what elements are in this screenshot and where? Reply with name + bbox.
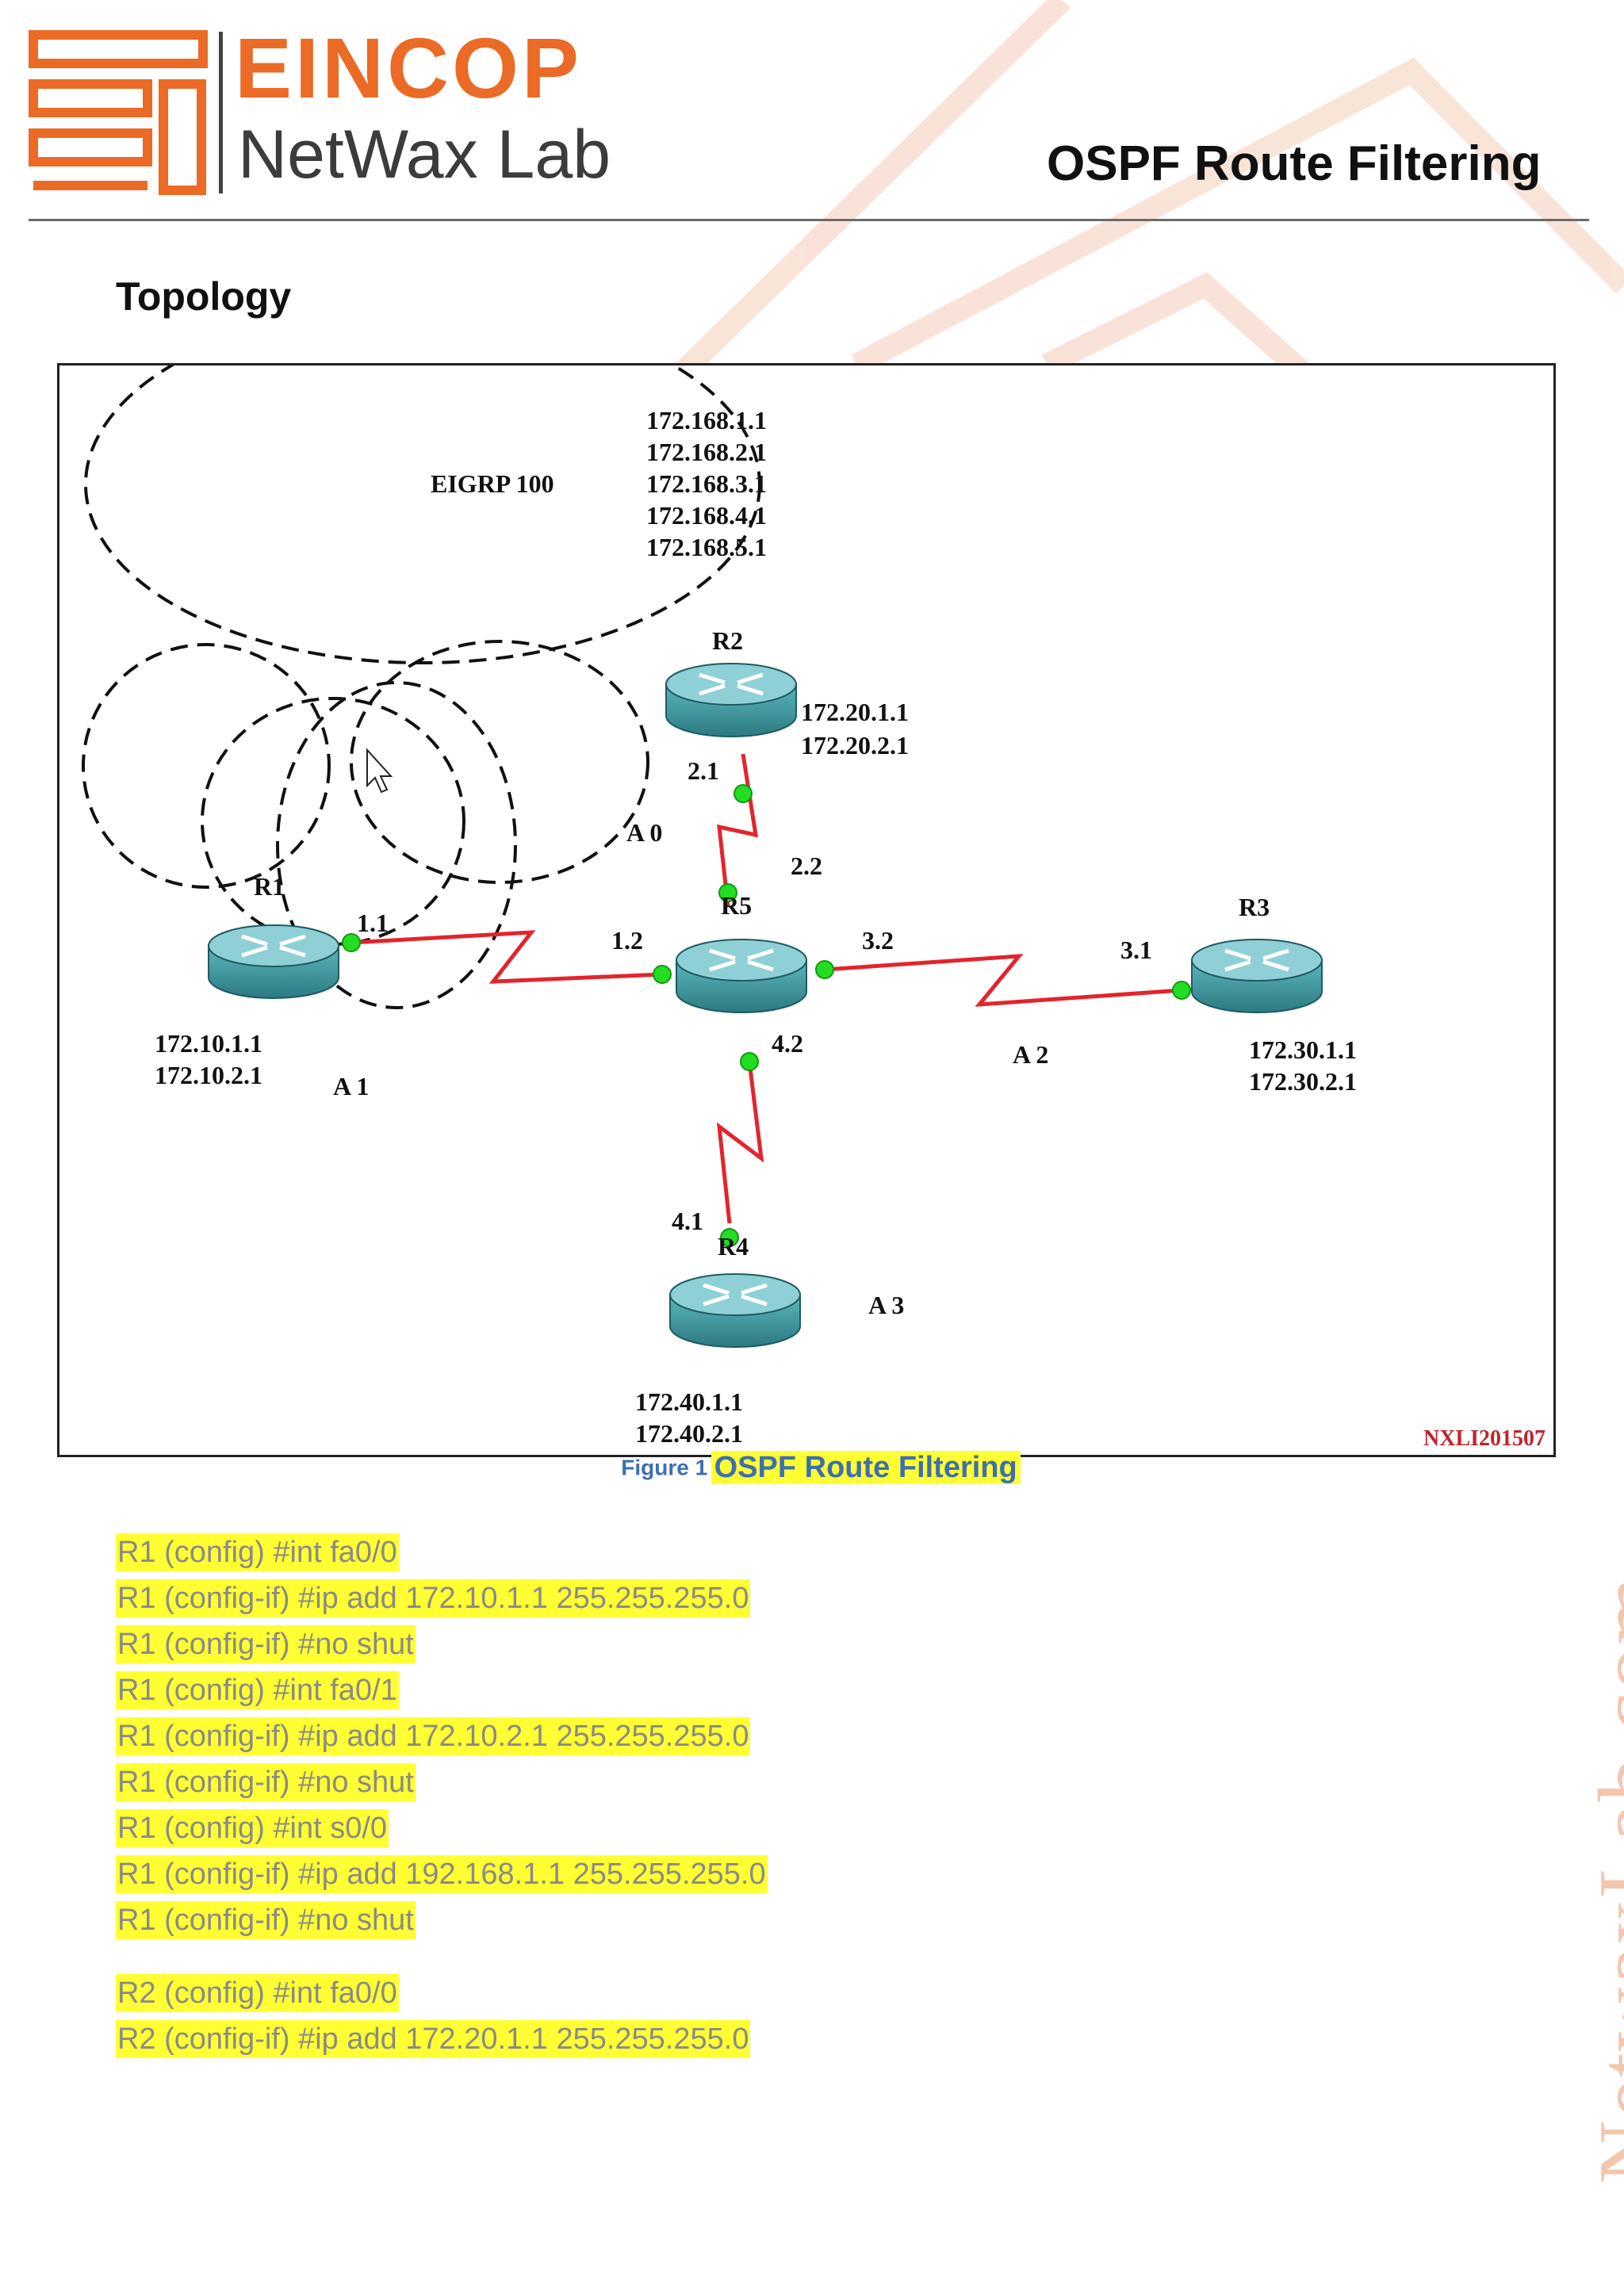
config-line-text: R1 (config-if) #ip add 192.168.1.1 255.2… [116, 1855, 768, 1893]
eigrp-network-5: 172.168.5.1 [646, 533, 767, 561]
config-line: R1 (config) #int s0/0 [116, 1809, 768, 1855]
link-r1-r5 [350, 930, 663, 984]
endpoint-r4-4-1 [720, 1228, 739, 1247]
config-line-text: R1 (config) #int fa0/1 [116, 1671, 399, 1709]
config-block-gap [116, 1947, 768, 1974]
config-line-text: R2 (config) #int fa0/0 [116, 1974, 399, 2012]
iface-1-1: 1.1 [357, 909, 389, 937]
document-title: OSPF Route Filtering [1047, 136, 1542, 191]
area-0-label: A 0 [626, 818, 662, 847]
config-line-text: R1 (config) #int s0/0 [116, 1809, 389, 1847]
config-line: R1 (config-if) #no shut [116, 1625, 768, 1671]
endpoint-r2-2-1 [733, 784, 753, 803]
topology-diagram: EIGRP 100 172.168.1.1 172.168.2.1 172.16… [82, 365, 1545, 1451]
area-3-label: A 3 [868, 1291, 904, 1319]
config-line: R1 (config) #int fa0/0 [116, 1533, 768, 1579]
endpoint-r5-4-2 [740, 1052, 759, 1071]
eigrp-network-2: 172.168.2.1 [646, 438, 767, 466]
watermark: NetwaxLab.com [1581, 1574, 1624, 2184]
r4-network-2: 172.40.2.1 [635, 1419, 743, 1448]
r4-network-1: 172.40.1.1 [635, 1387, 743, 1416]
router-r1-icon [209, 925, 339, 998]
iface-2-2: 2.2 [791, 851, 822, 880]
logo-divider [219, 32, 223, 193]
area-2-ellipse [350, 640, 649, 884]
router-r1-label: R1 [254, 872, 285, 901]
area-3-ellipse [276, 681, 517, 1009]
r1-network-2: 172.10.2.1 [155, 1061, 262, 1089]
figure-caption-text: OSPF Route Filtering [710, 1451, 1021, 1484]
config-line: R1 (config) #int fa0/1 [116, 1671, 768, 1717]
eigrp-network-1: 172.168.1.1 [646, 406, 767, 434]
endpoint-r5-3-2 [815, 960, 834, 979]
router-r5-label: R5 [721, 891, 752, 920]
brand-name: EINCOP [235, 20, 583, 116]
r1-network-1: 172.10.1.1 [155, 1029, 262, 1058]
iface-2-1: 2.1 [688, 756, 719, 785]
config-line: R1 (config-if) #ip add 172.10.1.1 255.25… [116, 1579, 768, 1625]
eigrp-domain-ellipse [84, 365, 761, 664]
config-line-text: R1 (config-if) #ip add 172.10.2.1 255.25… [116, 1717, 751, 1755]
iface-1-2: 1.2 [611, 926, 643, 955]
config-line: R1 (config-if) #no shut [116, 1763, 768, 1809]
figure-number: Figure 1 [621, 1455, 708, 1480]
router-r4-label: R4 [718, 1232, 749, 1261]
config-line-text: R1 (config-if) #no shut [116, 1763, 416, 1801]
endpoint-r5-2-2 [718, 883, 737, 902]
config-line: R2 (config-if) #ip add 172.20.1.1 255.25… [116, 2020, 768, 2066]
company-logo [29, 30, 208, 195]
config-line: R1 (config-if) #ip add 192.168.1.1 255.2… [116, 1855, 768, 1901]
r3-network-2: 172.30.2.1 [1249, 1067, 1357, 1096]
router-r3-label: R3 [1239, 893, 1270, 921]
eigrp-network-3: 172.168.3.1 [646, 469, 767, 498]
iface-4-2: 4.2 [772, 1029, 803, 1058]
eigrp-label: EIGRP 100 [431, 469, 554, 498]
config-line-text: R2 (config-if) #ip add 172.20.1.1 255.25… [116, 2020, 751, 2058]
area-0-ellipse [201, 697, 465, 946]
router-r3-icon [1192, 939, 1322, 1012]
endpoint-r1-1-1 [342, 933, 361, 952]
config-line-text: R1 (config) #int fa0/0 [116, 1533, 399, 1571]
link-r3-r5 [824, 954, 1182, 1007]
config-line: R2 (config) #int fa0/0 [116, 1974, 768, 2020]
iface-4-1: 4.1 [672, 1207, 703, 1235]
router-r2-icon [666, 664, 796, 737]
config-commands: R1 (config) #int fa0/0 R1 (config-if) #i… [116, 1533, 768, 2066]
config-line-text: R1 (config-if) #no shut [116, 1901, 416, 1939]
r3-network-1: 172.30.1.1 [1249, 1035, 1357, 1064]
iface-3-2: 3.2 [862, 926, 894, 955]
area-1-label: A 1 [333, 1072, 369, 1100]
eigrp-network-4: 172.168.4.1 [646, 501, 767, 530]
config-line-text: R1 (config-if) #ip add 172.10.1.1 255.25… [116, 1579, 751, 1617]
brand-subtitle: NetWax Lab [238, 117, 611, 193]
link-r2-r5 [717, 753, 759, 907]
section-heading: Topology [116, 274, 292, 319]
figure-caption: Figure 1 OSPF Route Filtering [0, 1451, 1624, 1485]
r2-network-2: 172.20.2.1 [801, 731, 909, 760]
figure-stamp: NXLI201507 [1423, 1426, 1545, 1451]
endpoint-r5-1-2 [653, 965, 672, 984]
endpoint-r3-3-1 [1172, 981, 1191, 1000]
area-2-label: A 2 [1013, 1040, 1048, 1069]
config-line: R1 (config-if) #no shut [116, 1901, 768, 1947]
header-divider [29, 219, 1589, 221]
link-r4-r5 [716, 1061, 764, 1224]
router-r4-icon [670, 1274, 800, 1347]
iface-3-1: 3.1 [1120, 936, 1152, 964]
r2-network-1: 172.20.1.1 [801, 698, 909, 726]
topology-figure: EIGRP 100 172.168.1.1 172.168.2.1 172.16… [57, 363, 1556, 1457]
router-r2-label: R2 [712, 626, 743, 655]
mouse-cursor-icon [366, 748, 393, 794]
area-1-ellipse [82, 643, 331, 889]
config-line: R1 (config-if) #ip add 172.10.2.1 255.25… [116, 1717, 768, 1763]
router-r5-icon [676, 939, 806, 1012]
config-line-text: R1 (config-if) #no shut [116, 1625, 416, 1663]
